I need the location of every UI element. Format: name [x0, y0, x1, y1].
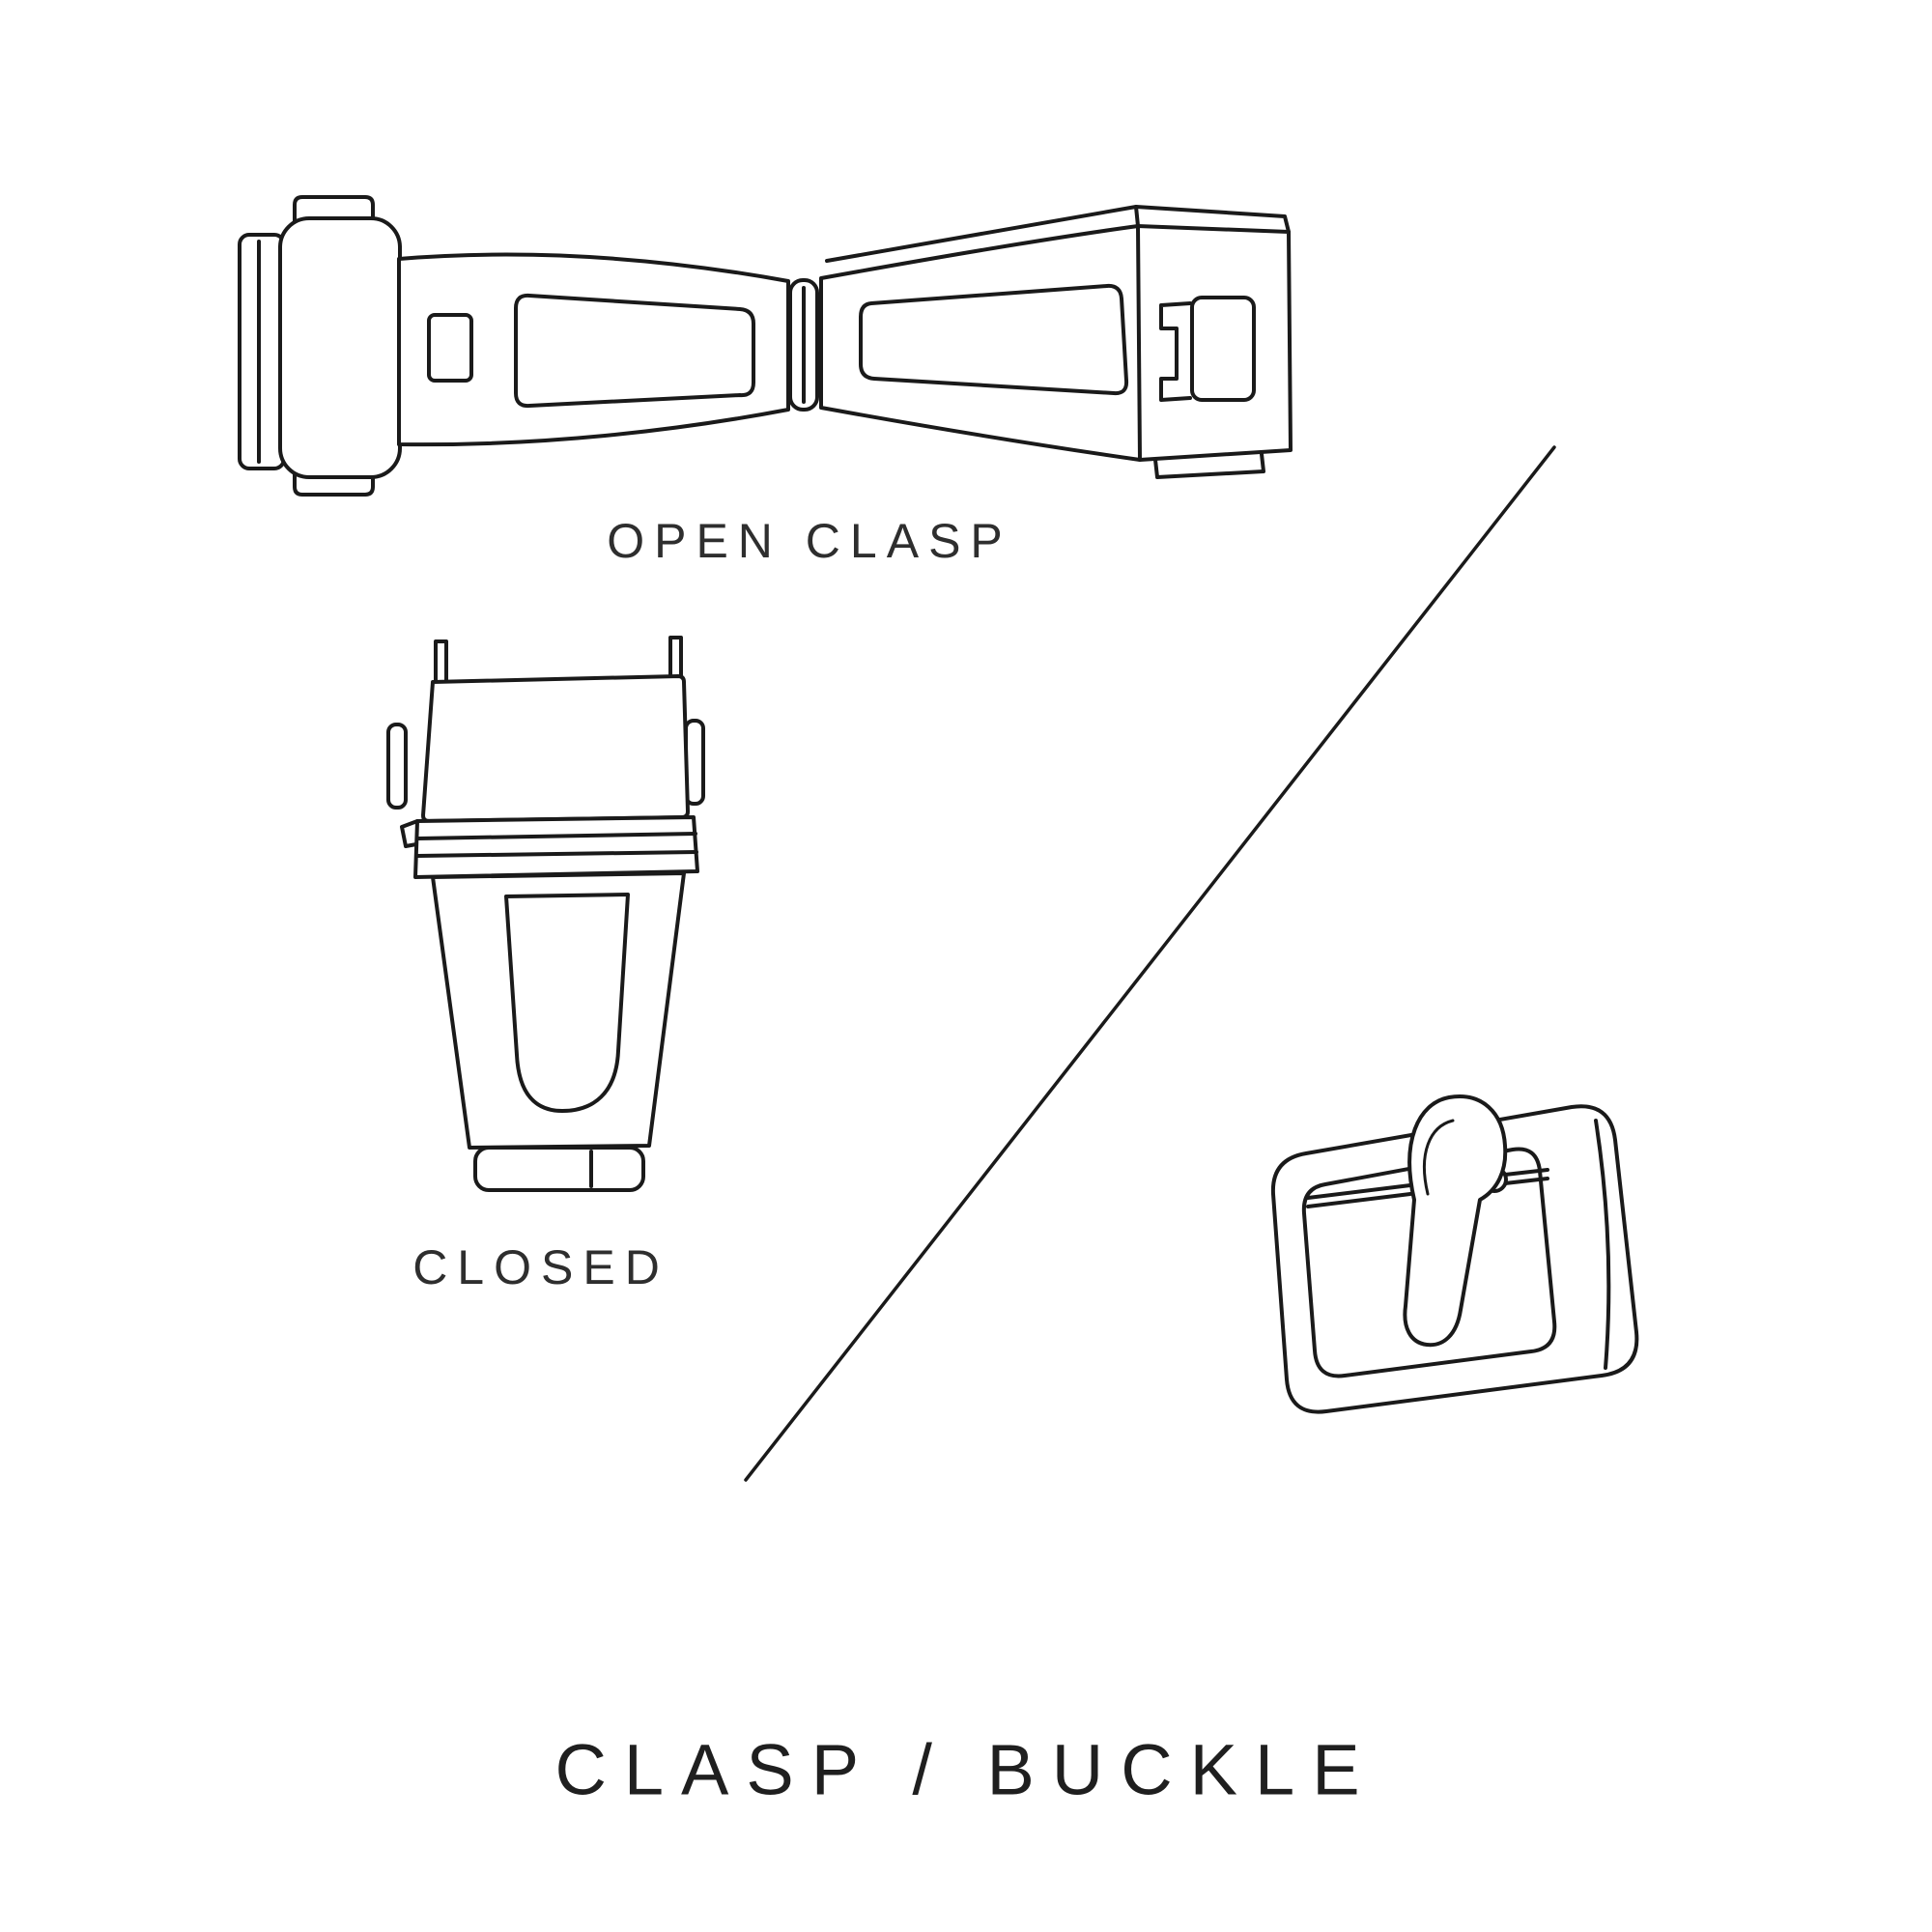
open-clasp-label: OPEN CLASP: [607, 514, 1012, 568]
pin-buckle-illustration: [1270, 1094, 1639, 1414]
open-clasp-illustration: [238, 195, 1293, 497]
divider-line: [744, 445, 1556, 1482]
closed-clasp-illustration: [386, 636, 705, 1192]
page-title: CLASP / BUCKLE: [554, 1729, 1378, 1810]
closed-clasp-label: CLOSED: [412, 1240, 669, 1294]
